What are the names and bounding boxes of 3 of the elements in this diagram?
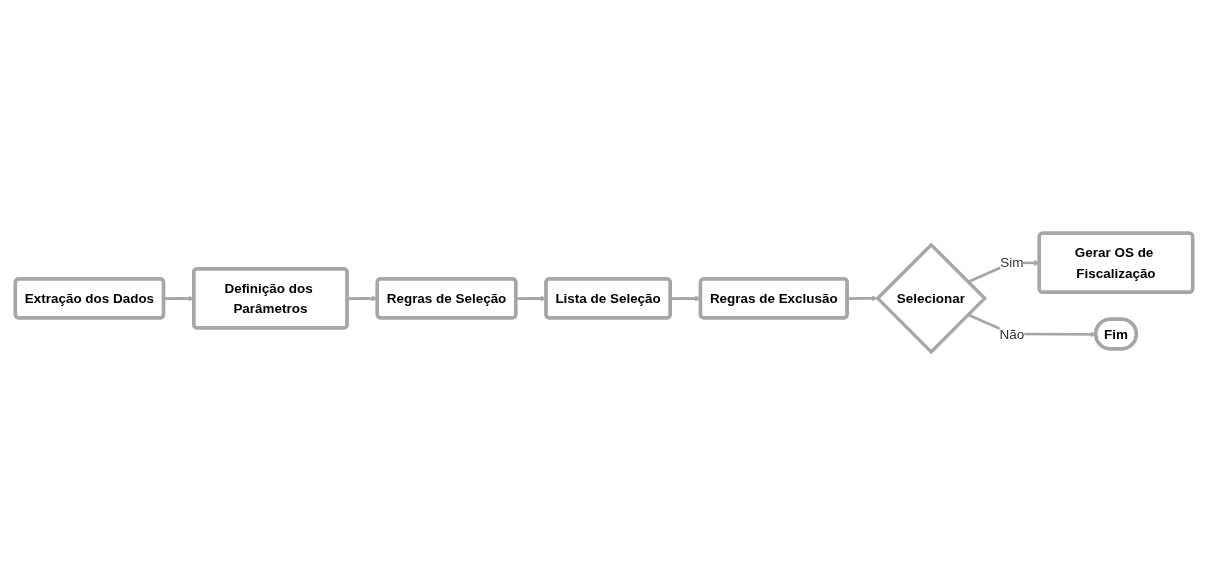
edge-label: Não: [999, 326, 1025, 342]
edge-label: Sim: [1000, 255, 1024, 271]
node-diamond: Selecionar: [875, 242, 988, 355]
